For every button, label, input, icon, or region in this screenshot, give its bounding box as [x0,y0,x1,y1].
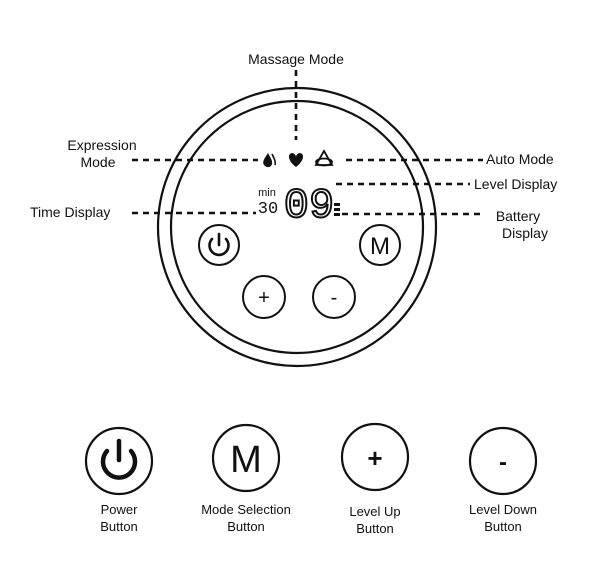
time-display-label: Time Display [30,204,111,220]
auto-mode-label: Auto Mode [486,151,554,167]
expression-mode-label: Expression Mode [56,137,148,171]
device-outer-ring [156,86,438,368]
legend-minus-button[interactable]: - [468,426,538,496]
level-down-button-label-line2: Button [484,519,522,534]
battery-display-label-line2: Display [502,225,548,241]
minus-icon: - [331,287,338,309]
device-inner-ring [169,99,425,355]
lcd-time-value: 30 [258,200,278,219]
level-up-button-label: Level Up Button [310,503,440,537]
lcd-min-label: min [258,187,276,199]
mode-icon: M [230,439,262,481]
expression-mode-label-line1: Expression [67,137,137,153]
device-plus-button[interactable]: + [242,275,286,319]
massage-mode-label: Massage Mode [248,51,344,67]
mode-icon: M [370,233,390,260]
level-up-button-label-line1: Level Up [349,504,401,519]
level-down-button-label-line1: Level Down [469,502,537,517]
mode-selection-button-label-line1: Mode Selection [201,502,291,517]
lcd-level-value: 09 [284,182,334,230]
power-button-label-line2: Button [100,519,138,534]
legend-power-button[interactable] [84,426,154,496]
battery-display-label-line1: Battery [495,208,541,224]
power-icon [208,237,230,257]
level-up-button-label-line2: Button [356,521,394,536]
auto-mode-icon [314,149,334,167]
device-power-button[interactable] [198,224,240,266]
plus-icon: + [367,443,382,473]
power-button-label-line1: Power [100,502,138,517]
minus-icon: - [499,449,507,476]
plus-icon: + [258,287,270,309]
battery-display-label: Battery Display [480,208,556,242]
legend-mode-button[interactable]: M [211,423,281,493]
mode-selection-button-label-line2: Button [227,519,265,534]
mode-selection-button-label: Mode Selection Button [181,501,311,535]
legend-plus-button[interactable]: + [340,422,410,492]
power-button-label: Power Button [54,501,184,535]
device-mode-button[interactable]: M [359,224,401,266]
device-minus-button[interactable]: - [312,275,356,319]
level-down-button-label: Level Down Button [438,501,568,535]
battery-icon [334,203,340,216]
droplet-icon [263,153,273,168]
expression-mode-label-line2: Mode [80,154,116,170]
heart-icon [288,153,304,167]
power-icon [100,448,138,480]
level-display-label: Level Display [474,176,558,192]
